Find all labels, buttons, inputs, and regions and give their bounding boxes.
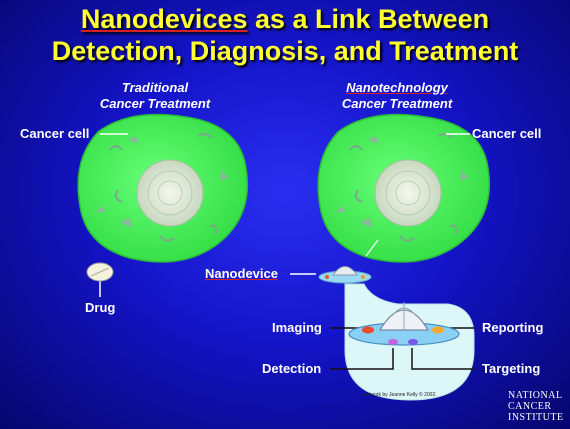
title-line-1-rest: as a Link Between [247,4,490,34]
targeting-leader [411,348,474,370]
left-nucleus [136,159,204,227]
nanodevice-target-line [365,239,379,257]
title-line-2: Detection, Diagnosis, and Treatment [51,36,519,66]
traditional-heading-line-1: Traditional [121,80,189,95]
traditional-heading: Traditional Cancer Treatment [80,80,230,112]
artwork-credit: Artwork by Jeanne Kelly © 2002. [364,392,437,398]
traditional-heading-line-2: Cancer Treatment [99,96,211,111]
left-cancer-cell-label: Cancer cell [20,126,90,141]
drug-label: Drug [85,300,116,315]
title-line-1: Nanodevices as a Link Between [0,3,570,35]
reporting-label: Reporting [482,320,544,335]
targeting-label: Targeting [482,361,541,376]
detection-label: Detection [262,361,322,376]
nanotechnology-heading: Nanotechnology Cancer Treatment [322,80,472,112]
reporting-agent-dot [432,326,444,334]
nanodevice-small-icon [318,266,372,284]
nanotechnology-heading-line-1: Nanotechnology [346,80,448,95]
imaging-agent-dot [362,326,374,334]
nci-logo-line-1: NATIONAL [508,390,563,401]
drug-pill-icon [86,262,114,282]
detection-leader [330,348,394,370]
targeting-agent-dot [408,339,418,345]
imaging-label: Imaging [272,320,322,335]
nanotechnology-heading-line-2: Cancer Treatment [341,96,453,111]
nci-logo-line-2: CANCER [508,401,552,412]
title-highlight-word: Nanodevices [80,4,248,34]
nci-logo: NATIONAL CANCER INSTITUTE [508,390,566,426]
left-cancer-cell [77,113,249,263]
nanodevice-label: Nanodevice [205,266,278,281]
right-cancer-cell-label: Cancer cell [472,126,542,141]
right-cancer-cell [317,113,491,263]
nci-logo-line-3: INSTITUTE [508,412,564,423]
right-nucleus [374,159,442,227]
detection-agent-dot [388,339,398,345]
nanodevice-large-icon [348,302,460,346]
